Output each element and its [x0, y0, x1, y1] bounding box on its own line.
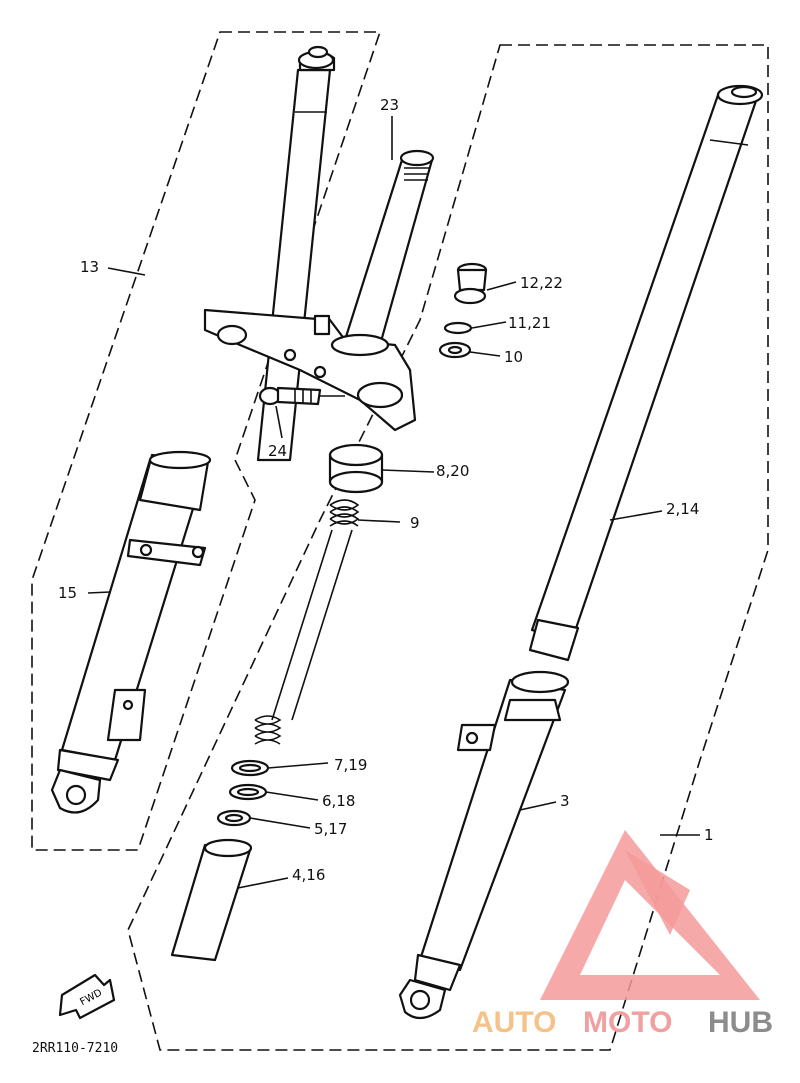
callout-12-22: 12,22 [520, 274, 563, 292]
watermark-hub: HUB [708, 1006, 773, 1039]
bearing [328, 443, 384, 494]
leader-lines [87, 116, 700, 889]
pinch-bolt [258, 386, 345, 406]
oil-seal [228, 783, 268, 801]
callout-5-17: 5,17 [314, 820, 347, 838]
o-ring [443, 321, 473, 335]
right-assembly-boundary [127, 44, 769, 1051]
callout-8-20: 8,20 [436, 462, 469, 480]
callout-labels: 23 13 12,22 11,21 10 24 8,20 9 2,14 15 7… [58, 96, 714, 884]
drawing-code: 2RR110-7210 [32, 1041, 118, 1056]
watermark-moto: MOTO [583, 1006, 672, 1039]
callout-10: 10 [504, 348, 523, 366]
slide-tube [170, 838, 253, 962]
callout-3: 3 [560, 792, 570, 810]
callout-11-21: 11,21 [508, 314, 551, 332]
callout-24: 24 [268, 442, 287, 460]
callout-15: 15 [58, 584, 77, 602]
watermark-triangle-icon [540, 830, 760, 1000]
steering-stem [203, 149, 435, 432]
callout-6-18: 6,18 [322, 792, 355, 810]
left-assembly-boundary [31, 31, 382, 851]
right-fork-outer-tube [398, 670, 570, 1020]
washer [438, 341, 472, 359]
left-fork-outer-tube [50, 450, 212, 814]
callout-23: 23 [380, 96, 399, 114]
right-fork-inner-tube [528, 84, 764, 662]
callout-1: 1 [704, 826, 714, 844]
callout-2-14: 2,14 [666, 500, 699, 518]
retaining-clip [230, 759, 270, 777]
callout-4-16: 4,16 [292, 866, 325, 884]
watermark-logo: AUTO MOTO HUB [472, 830, 773, 1039]
callout-7-19: 7,19 [334, 756, 367, 774]
fork-spring-lower [254, 715, 282, 745]
cap-bolt [453, 262, 488, 305]
washer-lower [216, 809, 252, 827]
fwd-arrow-icon: FWD [58, 973, 116, 1020]
watermark-auto: AUTO [472, 1006, 556, 1039]
callout-13: 13 [80, 258, 99, 276]
callout-9: 9 [410, 514, 420, 532]
fork-spring-upper [271, 499, 360, 721]
